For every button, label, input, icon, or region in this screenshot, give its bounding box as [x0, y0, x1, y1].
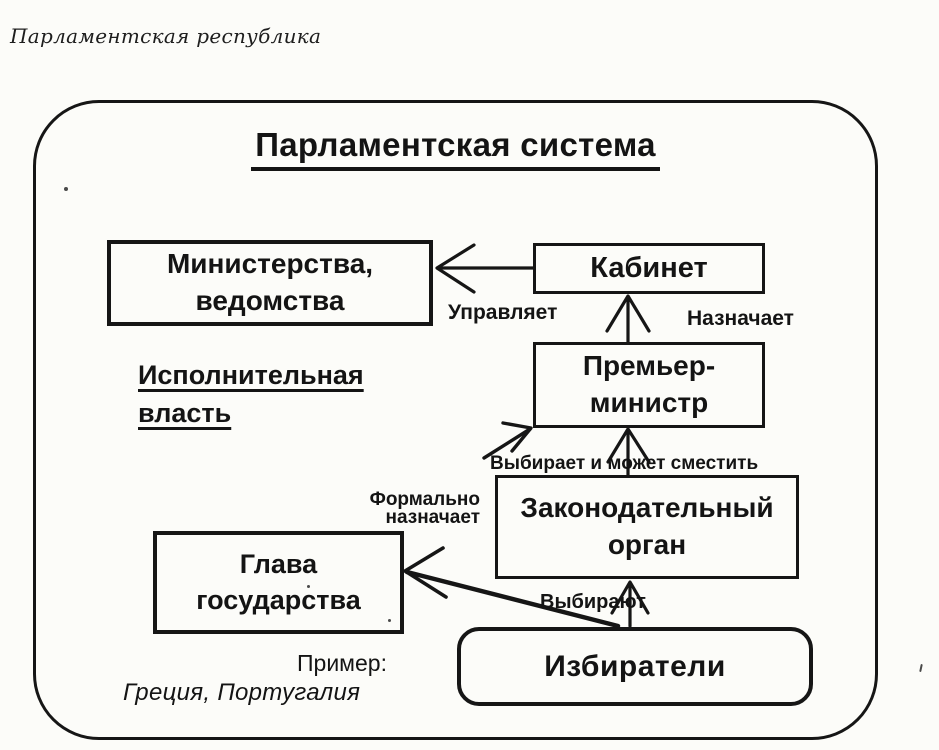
node-ministries: Министерства, ведомства	[107, 240, 433, 326]
scan-speck	[919, 663, 923, 673]
node-cabinet: Кабинет	[533, 243, 765, 294]
node-legislature: Законодательный орган	[495, 475, 799, 579]
diagram-title: Парламентская система	[33, 126, 878, 171]
label-executive-power: Исполнительная власть	[138, 360, 364, 428]
node-prime-minister: Премьер- министр	[533, 342, 765, 428]
outer-frame	[33, 100, 878, 740]
label-elect: Выбирают	[540, 591, 646, 613]
node-voters: Избиратели	[457, 627, 813, 706]
label-formally-appoints: Формально назначает	[369, 489, 480, 528]
node-head-of-state: Глава государства	[153, 531, 404, 634]
label-elects-and-can-dismiss: Выбирает и может сместить	[490, 453, 759, 474]
label-example-countries: Греция, Португалия	[123, 679, 361, 706]
scan-speck	[307, 585, 310, 588]
diagram-title-text: Парламентская система	[251, 126, 660, 171]
label-example-caption: Пример:	[297, 650, 387, 676]
scan-speck	[388, 619, 391, 622]
page-caption: Парламентская республика	[10, 24, 322, 48]
label-governs: Управляет	[448, 301, 558, 324]
scan-speck	[64, 187, 68, 191]
label-appoints: Назначает	[687, 307, 794, 330]
